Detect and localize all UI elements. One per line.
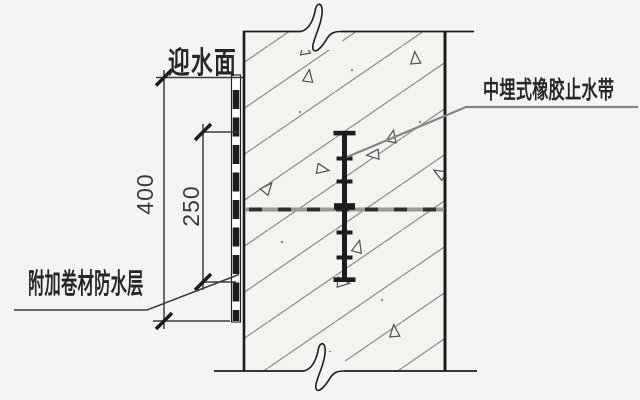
dimension-400 <box>153 68 243 331</box>
dimension-text-400: 400 <box>132 173 158 215</box>
membrane-strip <box>230 74 242 323</box>
waterstop-end-cap-bottom <box>333 277 356 282</box>
dim-tick <box>154 68 174 87</box>
dim-tick <box>154 311 174 331</box>
waterstop-center-bulb <box>334 203 355 210</box>
dim-tick <box>193 272 213 292</box>
dim-tick <box>193 122 213 142</box>
dimension-text-250: 250 <box>178 185 204 227</box>
label-water-facing-side: 迎水面 <box>168 47 238 80</box>
dimension-250 <box>193 122 238 292</box>
break-line-top <box>299 3 342 52</box>
leader-membrane <box>14 273 240 311</box>
leader-waterstop <box>346 105 638 159</box>
break-line-bottom <box>303 342 345 392</box>
waterstop-symbol <box>333 130 356 282</box>
label-rubber-waterstop: 中埋式橡胶止水带 <box>483 77 615 104</box>
label-membrane-layer: 附加卷材防水层 <box>28 268 144 299</box>
waterstop-end-cap-top <box>333 130 356 136</box>
wall-edges <box>214 30 477 372</box>
